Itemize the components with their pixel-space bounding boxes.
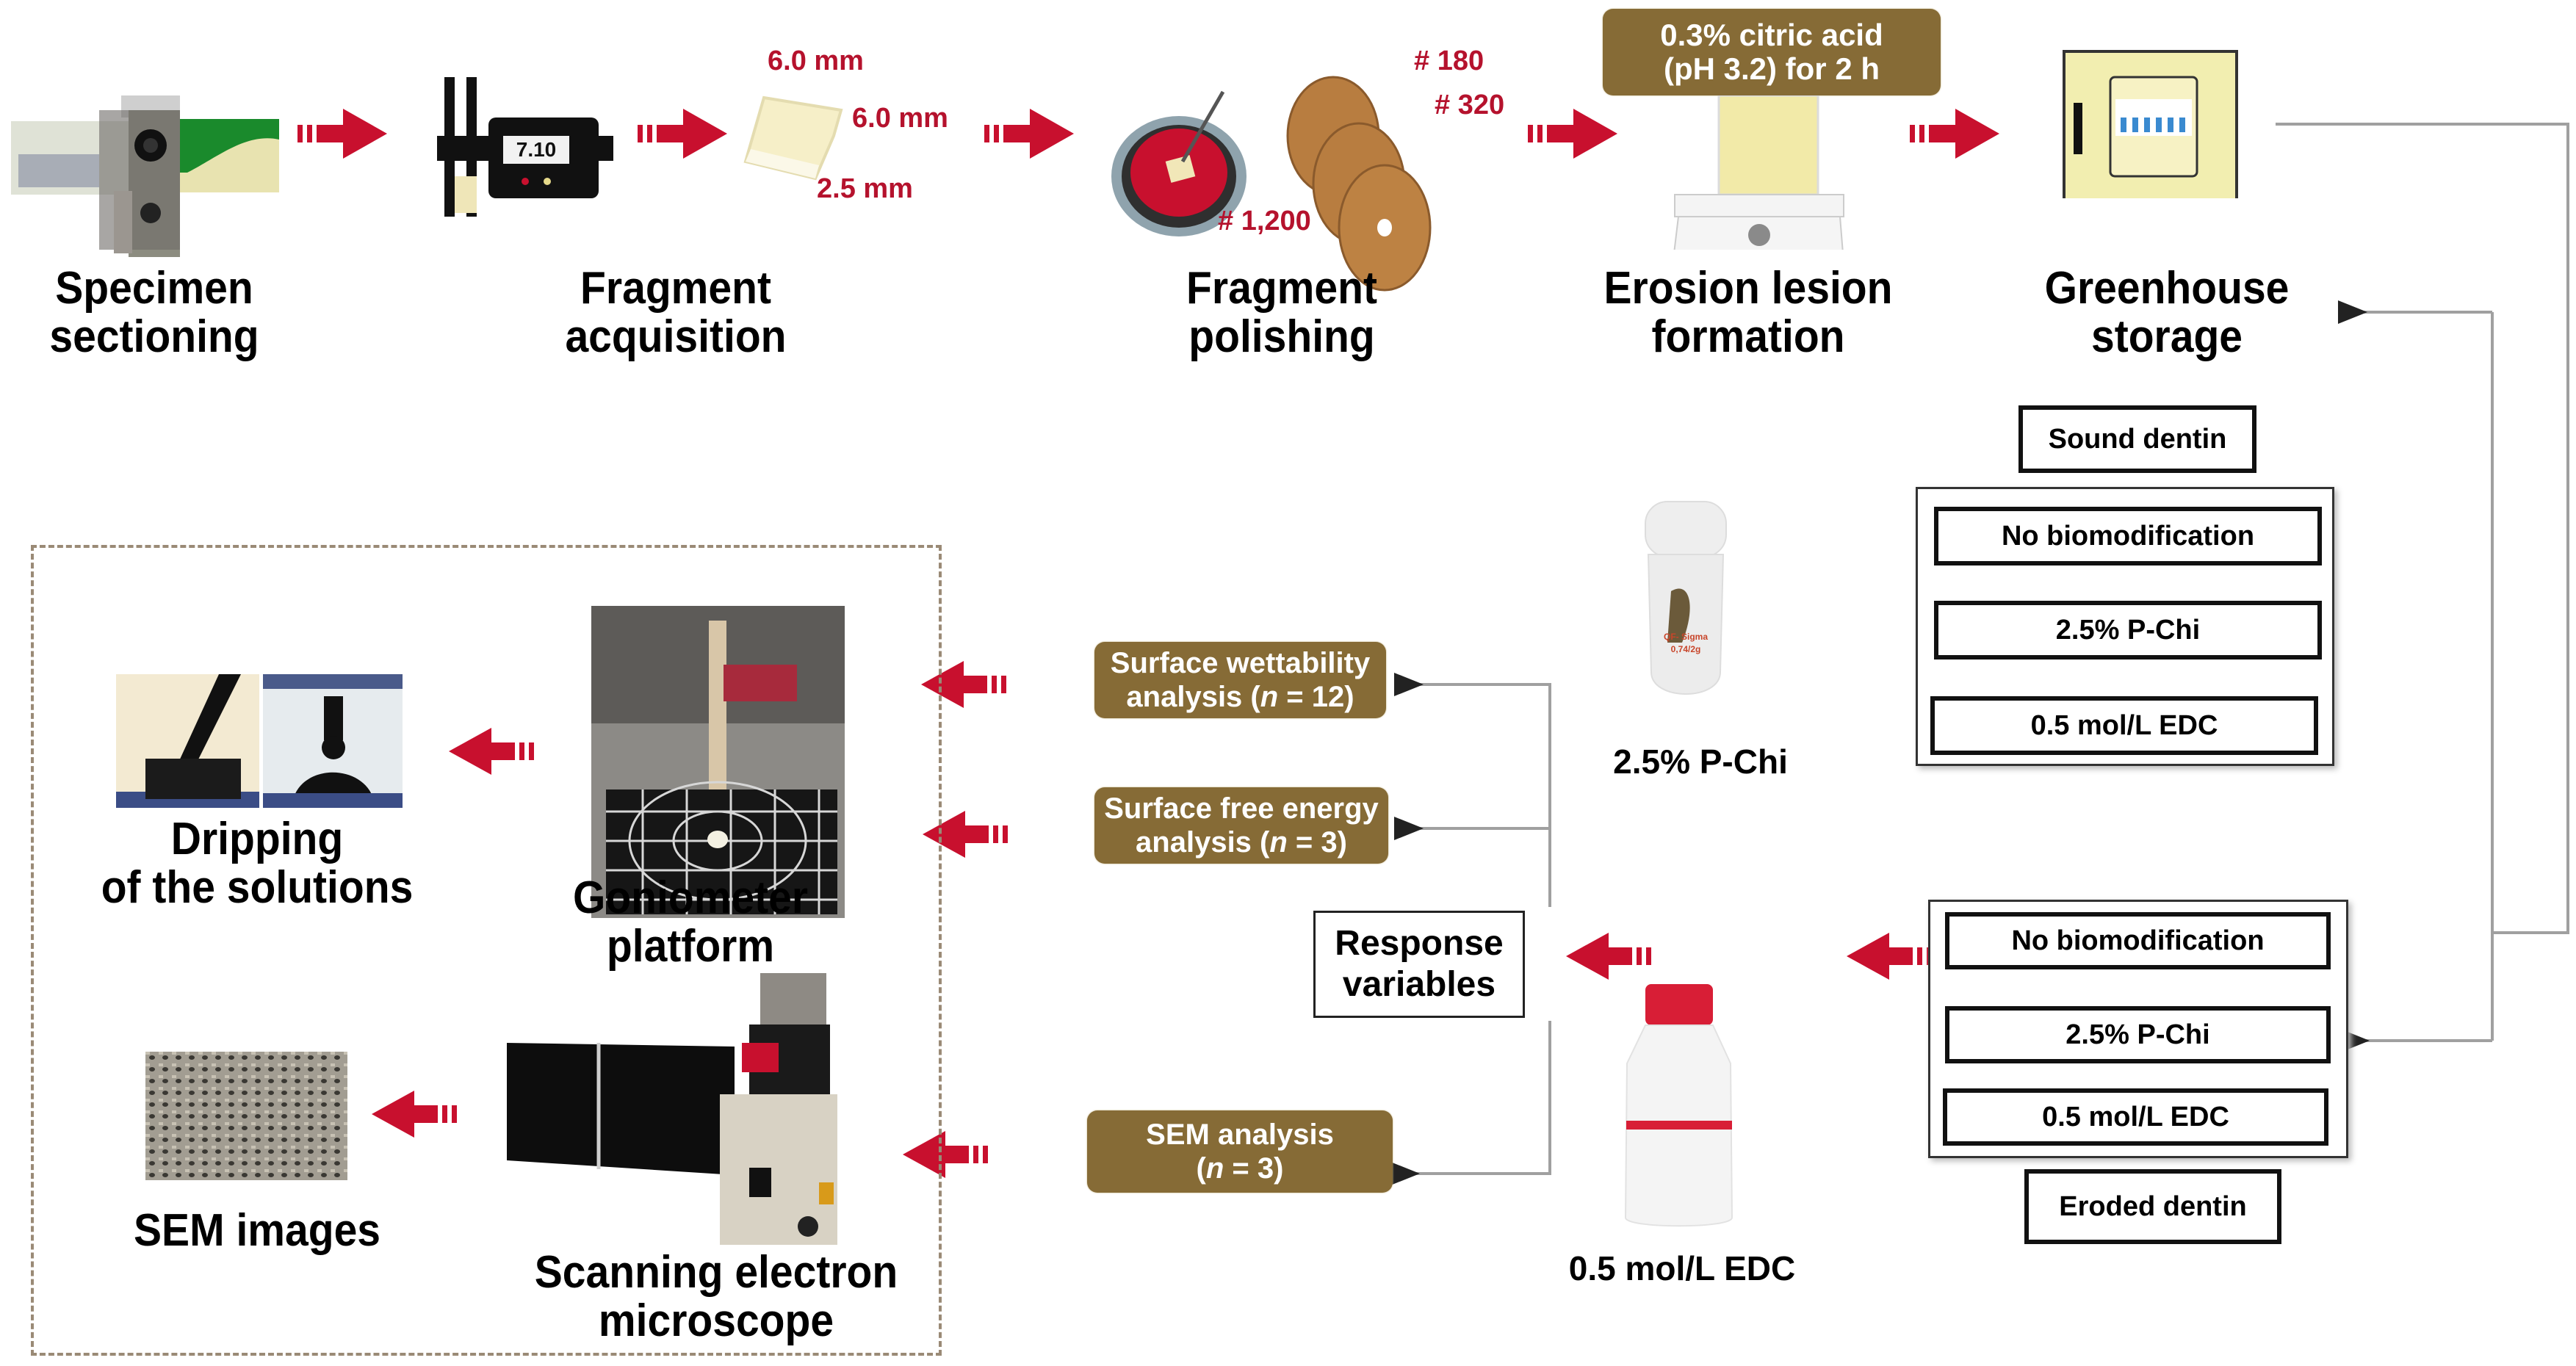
analysis-surface-wettability: Surface wettability analysis (n = 12) xyxy=(1094,642,1386,718)
arrow-left-icon xyxy=(1847,933,1932,980)
eroded-treatment-edc: 0.5 mol/L EDC xyxy=(1943,1088,2328,1146)
step-label-fragment-polishing: Fragment polishing xyxy=(1186,263,1377,362)
step-label-erosion-lesion-formation: Erosion lesion formation xyxy=(1603,263,1893,362)
grit-180: # 180 xyxy=(1414,46,1484,76)
pchi-vial-image: QF- Sigma 0,74/2g xyxy=(1638,496,1733,701)
red-arrows-left xyxy=(372,661,1932,1178)
grit-1200: # 1,200 xyxy=(1218,206,1311,236)
analysis-sem: SEM analysis (n = 3) xyxy=(1087,1110,1393,1193)
arrow-left-icon xyxy=(449,728,534,775)
dimension-side: 6.0 mm xyxy=(852,103,948,134)
eroded-treatment-no-biomodification: No biomodification xyxy=(1945,912,2331,969)
polishing-discs-image xyxy=(1282,73,1465,294)
sem-microscope-photo xyxy=(499,962,940,1248)
dripping-photo xyxy=(116,674,403,808)
dentin-fragment-image xyxy=(742,92,845,184)
step-label-greenhouse-storage: Greenhouse storage xyxy=(2044,263,2290,362)
arrow-right-icon xyxy=(297,109,387,159)
caliper-readout: 7.10 xyxy=(516,138,557,161)
erosion-condition-line2: (pH 3.2) for 2 h xyxy=(1663,51,1880,86)
arrow-right-icon xyxy=(984,109,1074,159)
erosion-condition-line1: 0.3% citric acid xyxy=(1660,18,1883,52)
erosion-condition-box: 0.3% citric acid (pH 3.2) for 2 h xyxy=(1603,9,1941,95)
response-variables-box: Response variables xyxy=(1313,911,1525,1018)
arrow-left-icon xyxy=(1566,933,1651,980)
sound-treatment-edc: 0.5 mol/L EDC xyxy=(1930,696,2318,755)
pchi-vial-text2: 0,74/2g xyxy=(1670,644,1701,654)
caliper-image: 7.10 xyxy=(437,77,613,224)
arrow-right-icon xyxy=(1528,109,1617,159)
goniometer-label: Goniometer platform xyxy=(572,872,809,972)
analysis-sample-size: analysis (n = 12) xyxy=(1126,681,1354,713)
step-label-specimen-sectioning: Specimen sectioning xyxy=(49,263,259,362)
storage-to-groups-connector xyxy=(2276,123,2569,1052)
step-label-fragment-acquisition: Fragment acquisition xyxy=(565,263,787,362)
polisher-image xyxy=(1109,66,1256,242)
grit-320: # 320 xyxy=(1435,90,1505,120)
red-arrows-top xyxy=(297,109,1999,159)
arrow-left-icon xyxy=(372,1091,457,1138)
dripping-label: Dripping of the solutions xyxy=(101,814,414,913)
response-to-analyses-connector xyxy=(1390,673,1551,1185)
sectioning-device-image xyxy=(11,88,283,257)
sound-dentin-title: Sound dentin xyxy=(2018,405,2256,473)
analysis-surface-free-energy: Surface free energy analysis (n = 3) xyxy=(1094,787,1388,864)
arrow-left-icon xyxy=(923,811,1008,858)
analysis-sample-size: (n = 3) xyxy=(1196,1152,1284,1185)
pchi-agent-label: 2.5% P-Chi xyxy=(1613,742,1788,781)
arrow-right-icon xyxy=(1910,109,1999,159)
dimension-bottom: 2.5 mm xyxy=(817,173,913,204)
edc-bottle-image xyxy=(1622,983,1736,1232)
eroded-dentin-title: Eroded dentin xyxy=(2024,1169,2281,1244)
goniometer-photo xyxy=(591,606,845,918)
stirrer-beaker-image xyxy=(1645,95,1880,250)
arrow-left-icon xyxy=(921,661,1006,708)
sound-treatment-no-biomodification: No biomodification xyxy=(1934,507,2322,565)
sound-treatment-pchi: 2.5% P-Chi xyxy=(1934,601,2322,659)
methods-panel xyxy=(31,545,942,1356)
sem-images-label: SEM images xyxy=(133,1205,381,1256)
sem-image-photo xyxy=(145,1052,347,1180)
arrow-left-icon xyxy=(903,1131,988,1178)
arrow-right-icon xyxy=(638,109,727,159)
edc-agent-label: 0.5 mol/L EDC xyxy=(1568,1249,1796,1287)
pchi-vial-text1: QF- Sigma xyxy=(1663,632,1708,642)
greenhouse-oven-image xyxy=(2060,44,2244,198)
dimension-top: 6.0 mm xyxy=(768,46,864,76)
sem-microscope-label: Scanning electron microscope xyxy=(534,1247,898,1346)
analysis-sample-size: analysis (n = 3) xyxy=(1136,826,1347,859)
eroded-treatment-pchi: 2.5% P-Chi xyxy=(1945,1006,2331,1063)
